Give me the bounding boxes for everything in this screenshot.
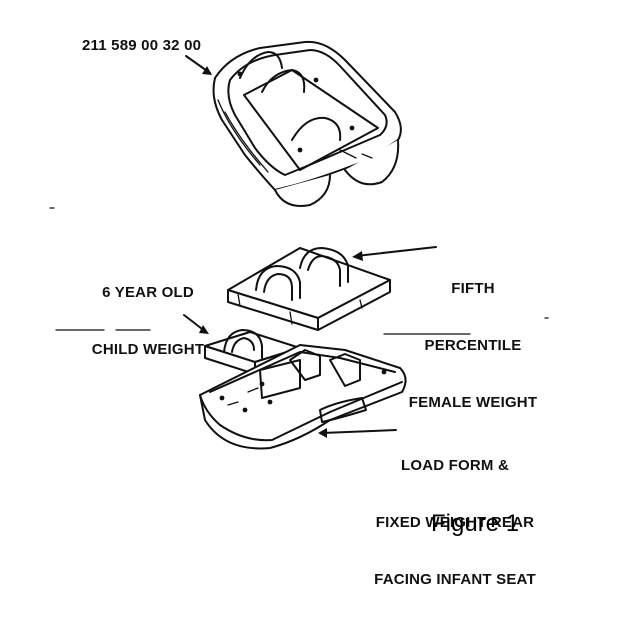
load-form-base — [199, 344, 407, 450]
technical-illustration — [49, 40, 549, 450]
female-weight-line-3: FEMALE WEIGHT — [408, 394, 538, 411]
part-number-label: 211 589 00 32 00 — [82, 37, 202, 54]
figure-caption: Figure 1 — [431, 510, 520, 537]
assembled-unit — [185, 40, 402, 207]
female-weight-plate — [227, 246, 437, 331]
figure-canvas: 211 589 00 32 00 6 YEAR OLD CHILD WEIGHT… — [49, 37, 549, 588]
load-form-line-1: LOAD FORM & — [400, 457, 510, 474]
child-weight-line-1: 6 YEAR OLD — [102, 284, 194, 301]
child-weight-label: 6 YEAR OLD CHILD WEIGHT — [86, 245, 210, 397]
child-weight-line-2: CHILD WEIGHT — [91, 341, 205, 358]
female-weight-label: FIFTH PERCENTILE FEMALE WEIGHT — [404, 241, 542, 450]
scan-marks — [49, 207, 549, 335]
female-weight-line-2: PERCENTILE — [424, 337, 522, 354]
female-weight-line-1: FIFTH — [451, 280, 495, 297]
load-form-line-2: FIXED WEIGHT REAR — [375, 514, 535, 531]
load-form-line-3: FACING INFANT SEAT — [374, 571, 536, 588]
